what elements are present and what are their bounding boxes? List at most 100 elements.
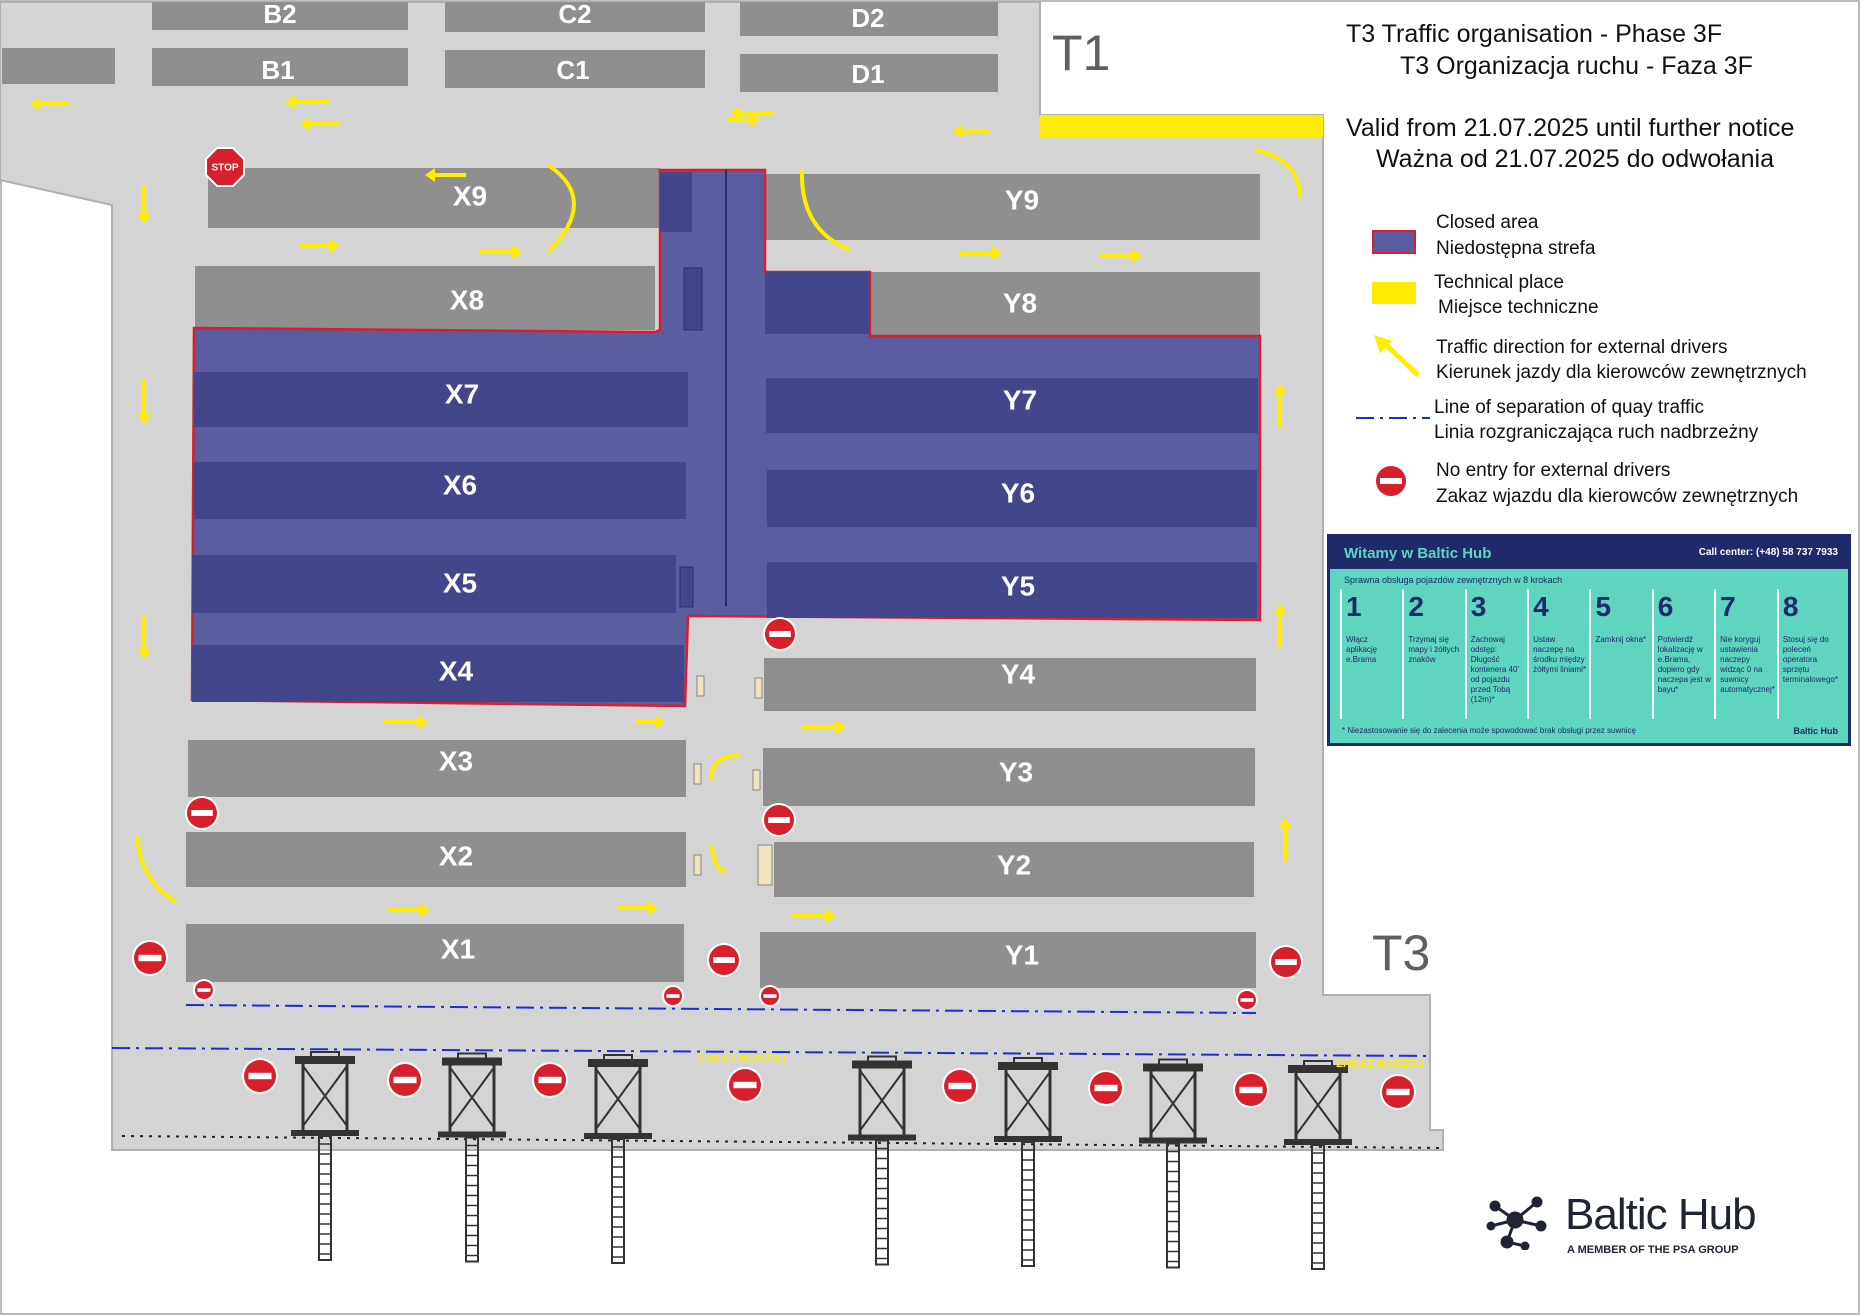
block-label-y9: Y9 xyxy=(1005,185,1039,216)
no-entry-sign xyxy=(763,617,797,651)
traffic-arrow xyxy=(480,245,522,259)
legend-arrow-icon xyxy=(1374,335,1420,377)
traffic-arrow xyxy=(1278,818,1292,862)
no-entry-road-text-2: ZAKAZ WJAZDU xyxy=(1336,1058,1423,1070)
baltic-hub-logo-icon xyxy=(1486,1196,1547,1250)
no-entry-road-text-1: ZAKAZ WJAZDU xyxy=(698,1053,785,1065)
traffic-curve-arrow xyxy=(799,169,851,252)
traffic-arrow xyxy=(137,380,151,424)
welcome-card-subtitle: Sprawna obsługa pojazdów zewnętrznych w … xyxy=(1344,575,1563,585)
step-number: 5 xyxy=(1595,591,1612,622)
welcome-card-header: Witamy w Baltic Hub Call center: (+48) 5… xyxy=(1330,537,1848,569)
block-label-d2: D2 xyxy=(851,3,884,33)
traffic-arrow xyxy=(388,903,430,917)
legend-line-en: Line of separation of quay traffic xyxy=(1434,397,1705,418)
traffic-arrow xyxy=(792,909,836,923)
block-label-x6: X6 xyxy=(443,470,477,501)
quay-cranes xyxy=(291,1051,1352,1270)
legend-line-pl: Linia rozgraniczająca ruch nadbrzeżny xyxy=(1434,422,1759,443)
step-text: Nie koryguj ustawienia naczepy widząc 0 … xyxy=(1720,635,1775,694)
legend-tech-pl: Miejsce techniczne xyxy=(1438,297,1599,318)
legend-technical-swatch xyxy=(1372,282,1416,304)
traffic-arrow xyxy=(300,117,340,131)
block-label-x8: X8 xyxy=(450,285,484,316)
block-label-x7: X7 xyxy=(445,379,479,410)
no-entry-sign xyxy=(1088,1070,1124,1106)
title-pl: T3 Organizacja ruchu - Faza 3F xyxy=(1400,52,1753,80)
quay-crane xyxy=(438,1052,506,1263)
valid-pl: Ważna od 21.07.2025 do odwołania xyxy=(1376,145,1774,173)
no-entry-sign xyxy=(662,985,684,1007)
quay-crane xyxy=(584,1054,652,1264)
no-entry-sign xyxy=(242,1058,278,1094)
step-number: 8 xyxy=(1782,591,1799,622)
no-entry-sign xyxy=(387,1062,423,1098)
no-entry-sign xyxy=(1269,945,1303,979)
step-number: 4 xyxy=(1533,591,1549,622)
traffic-arrow xyxy=(1273,384,1287,428)
step-text: Stosuj się do poleceń operatora sprzętu … xyxy=(1782,635,1838,684)
step-number: 6 xyxy=(1657,591,1674,622)
block-label-x4: X4 xyxy=(439,656,474,687)
step-number: 7 xyxy=(1720,591,1736,622)
no-entry-sign xyxy=(1236,989,1258,1011)
block-label-y6: Y6 xyxy=(1001,478,1035,509)
block-label-d1: D1 xyxy=(851,59,884,89)
traffic-curve-arrow xyxy=(709,753,741,781)
block-label-x3: X3 xyxy=(439,746,473,777)
step-number: 2 xyxy=(1408,591,1424,622)
technical-place-area xyxy=(1040,115,1323,137)
traffic-arrow xyxy=(1100,249,1142,263)
legend-closed-swatch xyxy=(1372,230,1416,254)
block-label-x2: X2 xyxy=(439,841,473,872)
block-label-c2: C2 xyxy=(558,0,591,29)
step-text: Zamknij okna* xyxy=(1595,635,1647,644)
traffic-arrow xyxy=(137,615,151,659)
traffic-curve-arrow xyxy=(1254,148,1302,199)
traffic-curve-arrow xyxy=(135,835,178,904)
traffic-arrow xyxy=(635,715,665,729)
separation-line-upper xyxy=(185,1004,1257,1014)
block-label-y7: Y7 xyxy=(1003,385,1037,416)
quay-crane xyxy=(291,1051,359,1261)
zone-label-t1: T1 xyxy=(1052,25,1110,81)
traffic-arrow xyxy=(618,901,658,915)
top-blocks xyxy=(2,2,998,92)
legend-closed-pl: Niedostępna strefa xyxy=(1436,238,1596,259)
baltic-hub-logo: Baltic Hub A MEMBER OF THE PSA GROUP xyxy=(1455,1160,1835,1270)
legend-line-icon xyxy=(1356,417,1430,419)
zone-label-t3: T3 xyxy=(1372,925,1430,981)
stop-sign-text: STOP xyxy=(211,163,238,174)
traffic-arrow xyxy=(728,113,760,127)
traffic-curve-arrow xyxy=(546,163,576,254)
step-number: 1 xyxy=(1346,591,1362,622)
no-entry-sign xyxy=(759,985,781,1007)
quay-crane xyxy=(848,1055,916,1266)
block-label-b1: B1 xyxy=(261,55,294,85)
traffic-arrow xyxy=(960,246,1002,260)
no-entry-sign xyxy=(942,1068,978,1104)
block-label-x1: X1 xyxy=(441,934,475,965)
no-entry-sign xyxy=(762,803,796,837)
quay-crane xyxy=(994,1057,1062,1267)
closed-area-blocks xyxy=(192,172,1258,702)
block-label-y4: Y4 xyxy=(1001,659,1036,690)
no-entry-sign xyxy=(707,943,741,977)
block-label-y1: Y1 xyxy=(1005,940,1039,971)
traffic-direction-arrows xyxy=(30,95,1302,923)
legend-traffic-en: Traffic direction for external drivers xyxy=(1436,337,1728,358)
quay-crane xyxy=(1284,1060,1352,1270)
traffic-arrow xyxy=(285,95,330,109)
legend-closed-en: Closed area xyxy=(1436,212,1539,233)
block-label-y5: Y5 xyxy=(1001,571,1035,602)
traffic-arrow xyxy=(384,715,428,729)
no-entry-sign xyxy=(185,796,219,830)
